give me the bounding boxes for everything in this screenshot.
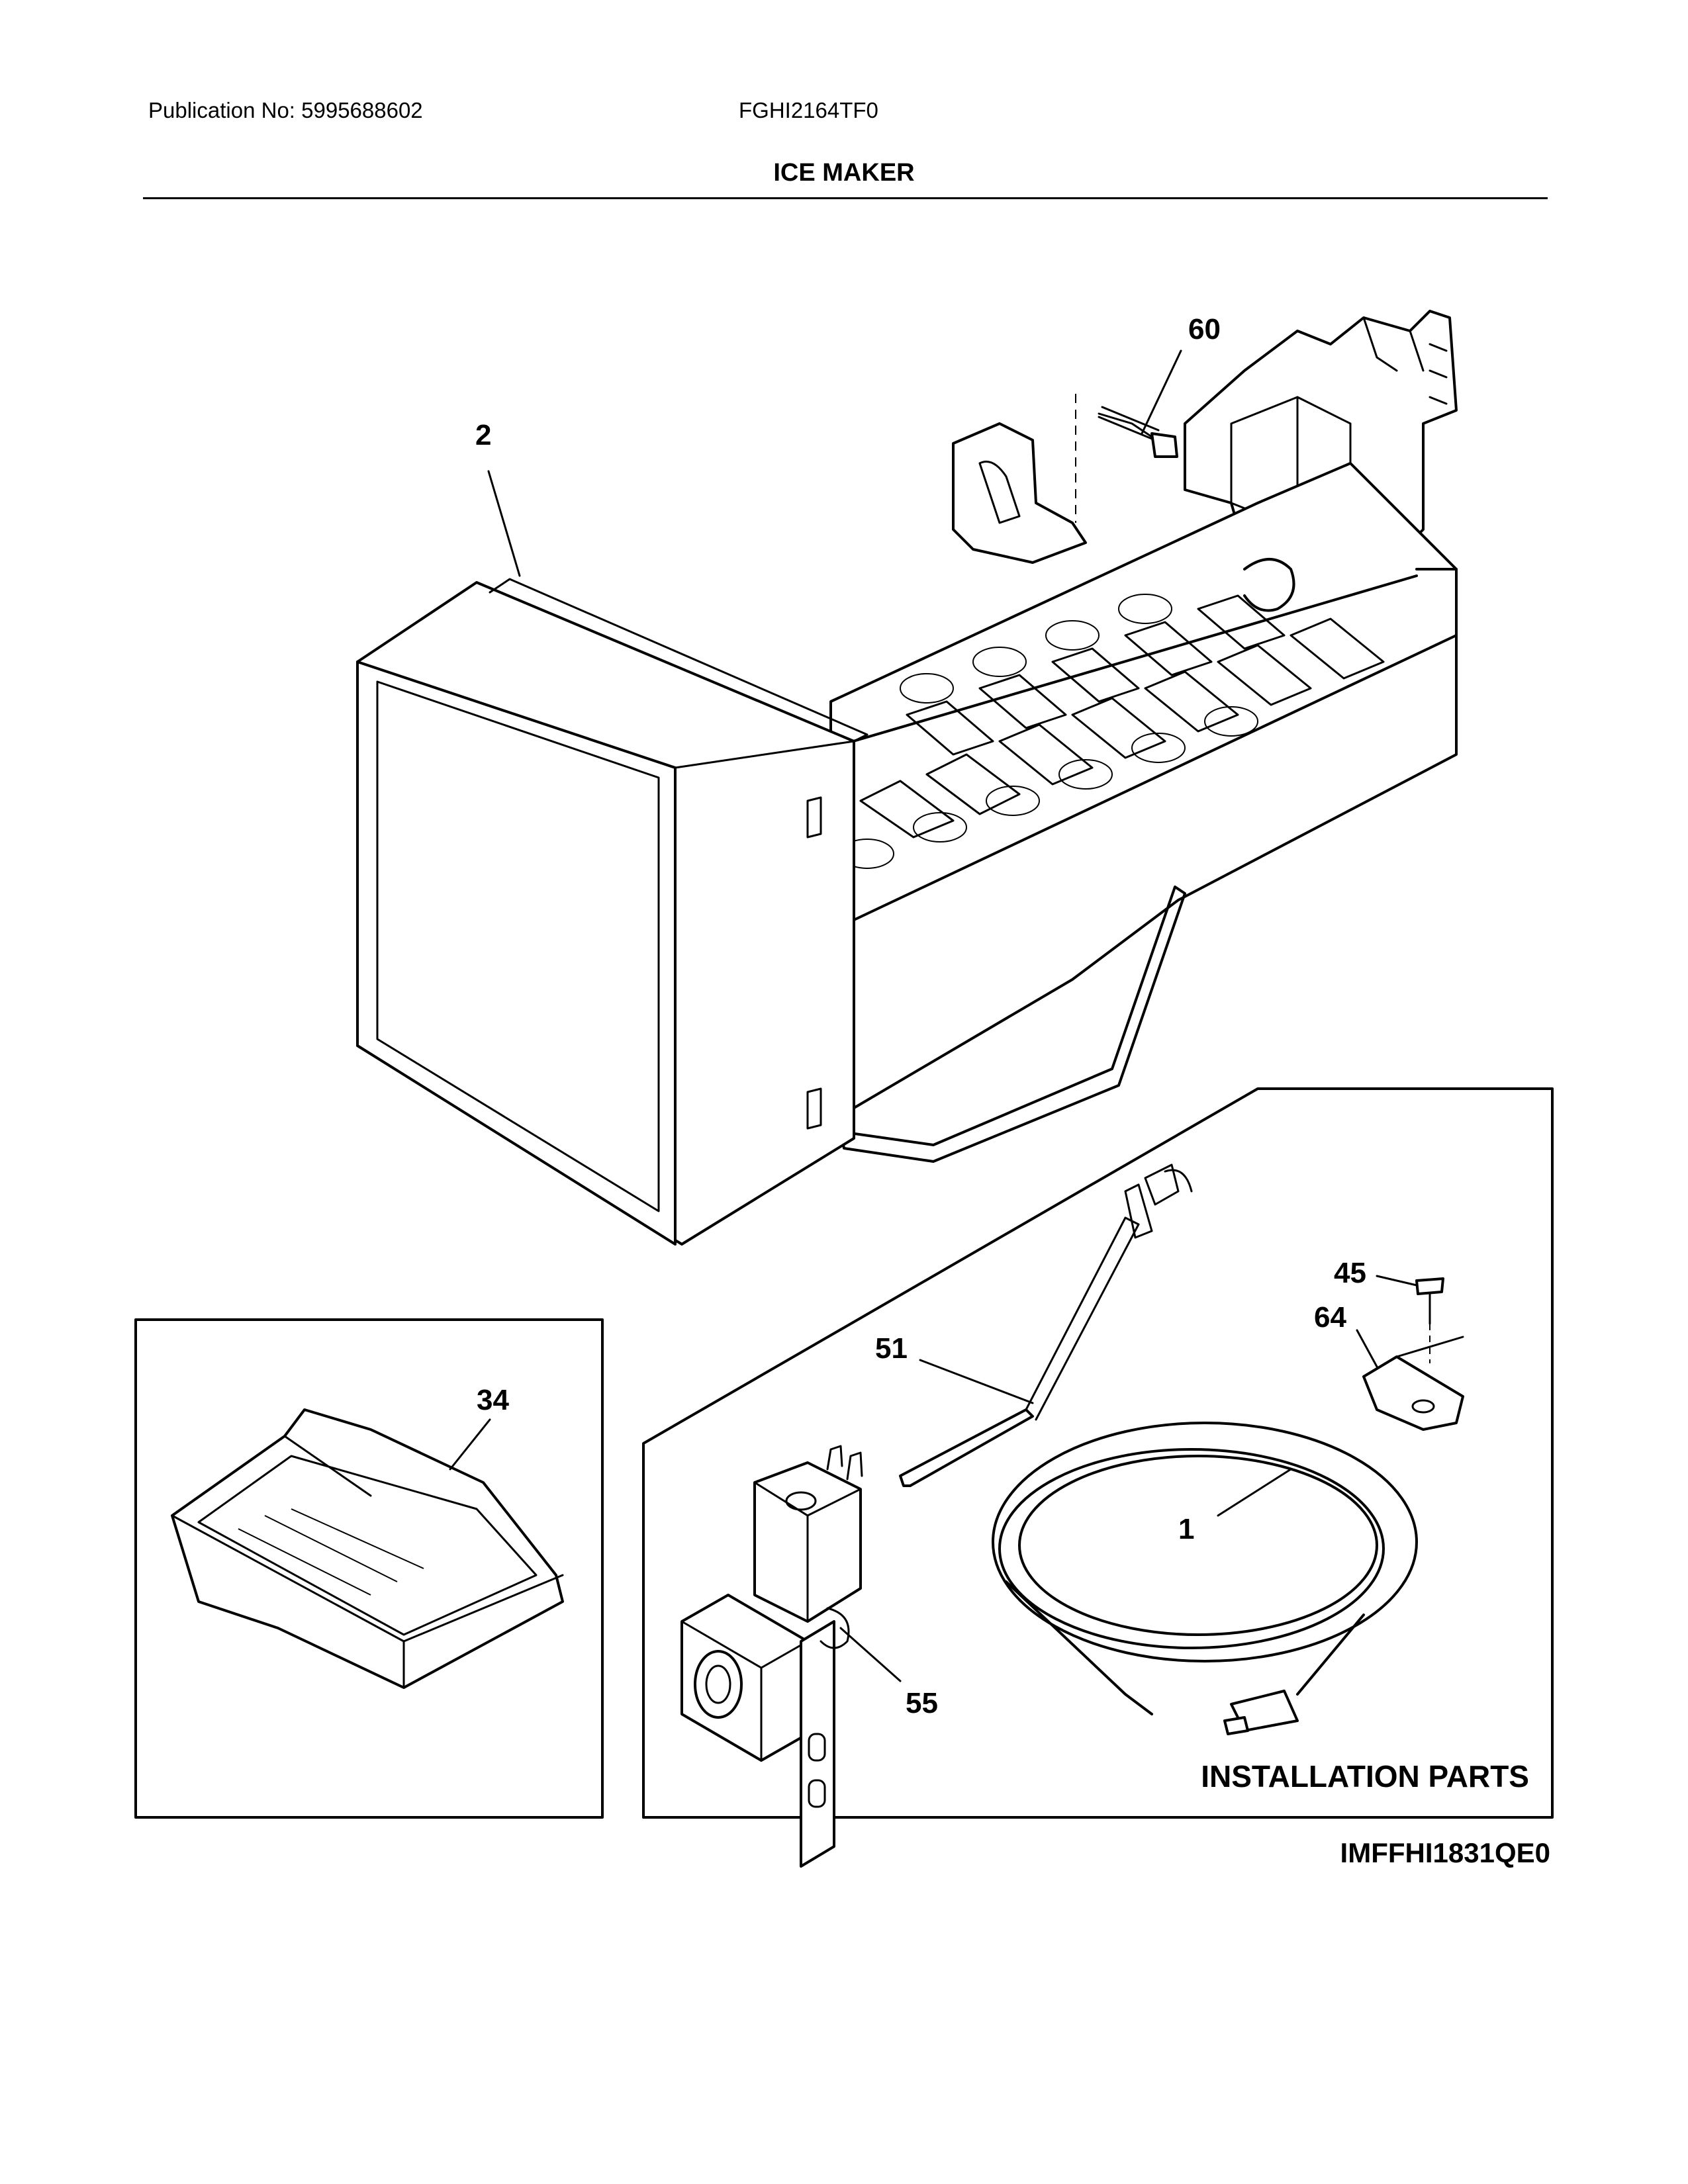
model-number: FGHI2164TF0 (739, 98, 878, 122)
callout-60: 60 (1188, 313, 1221, 345)
screw-icon (1075, 394, 1178, 523)
fill-tube (899, 1163, 1193, 1487)
leader-lines (449, 349, 1418, 1682)
callout-34: 34 (477, 1384, 509, 1416)
publication-number: Publication No: 5995688602 (148, 98, 423, 122)
callout-45: 45 (1334, 1257, 1366, 1289)
ice-bin-panel (134, 1318, 604, 1819)
water-tube-coil (992, 1422, 1418, 1735)
installation-parts-panel (642, 1087, 1554, 1819)
water-valve (680, 1445, 863, 1868)
diagram-code: IMFFHI1831QE0 (1340, 1837, 1550, 1868)
callout-1: 1 (1178, 1513, 1194, 1545)
ejector-fins (859, 594, 1385, 839)
callout-2: 2 (475, 419, 491, 451)
section-title: ICE MAKER (773, 159, 915, 187)
header-rule (143, 197, 1548, 199)
ice-bin (171, 1408, 564, 1689)
installation-parts-label: INSTALLATION PARTS (1201, 1759, 1529, 1794)
callout-64: 64 (1314, 1301, 1346, 1334)
ice-maker-assembly (356, 310, 1458, 1246)
small-screw-icon (1415, 1277, 1444, 1363)
callout-51: 51 (875, 1332, 908, 1365)
callout-55: 55 (906, 1687, 938, 1719)
tube-clamp (1362, 1336, 1464, 1431)
